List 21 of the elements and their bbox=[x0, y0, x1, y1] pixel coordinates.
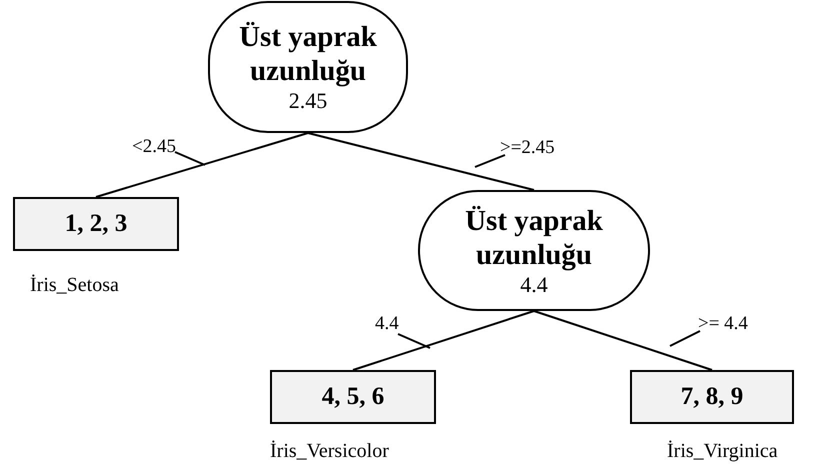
branch-line bbox=[352, 310, 534, 371]
leaf-box bbox=[13, 197, 179, 251]
branch-line bbox=[308, 132, 534, 191]
edge-label: >= 4.4 bbox=[698, 313, 748, 335]
class-label: İris_Versicolor bbox=[270, 440, 389, 463]
edge-label: <2.45 bbox=[132, 136, 176, 158]
branch-line bbox=[96, 132, 308, 198]
leaf-items: 7, 8, 9 bbox=[680, 383, 744, 411]
branch-line bbox=[534, 310, 712, 371]
split-value: 4.4 bbox=[520, 272, 548, 298]
edge-label: >=2.45 bbox=[500, 137, 555, 159]
node-heading: Üst yaprak uzunluğu bbox=[238, 20, 378, 88]
leaf-box bbox=[630, 370, 794, 424]
leaf-items: 1, 2, 3 bbox=[64, 210, 128, 238]
split-value: 2.45 bbox=[288, 88, 328, 114]
class-label: İris_Setosa bbox=[30, 274, 119, 297]
leaf-box bbox=[270, 370, 436, 424]
edge-label: 4.4 bbox=[375, 313, 399, 335]
node-heading: Üst yaprak uzunluğu bbox=[464, 204, 604, 272]
class-label: İris_Virginica bbox=[667, 440, 778, 463]
leaf-items: 4, 5, 6 bbox=[322, 383, 384, 411]
